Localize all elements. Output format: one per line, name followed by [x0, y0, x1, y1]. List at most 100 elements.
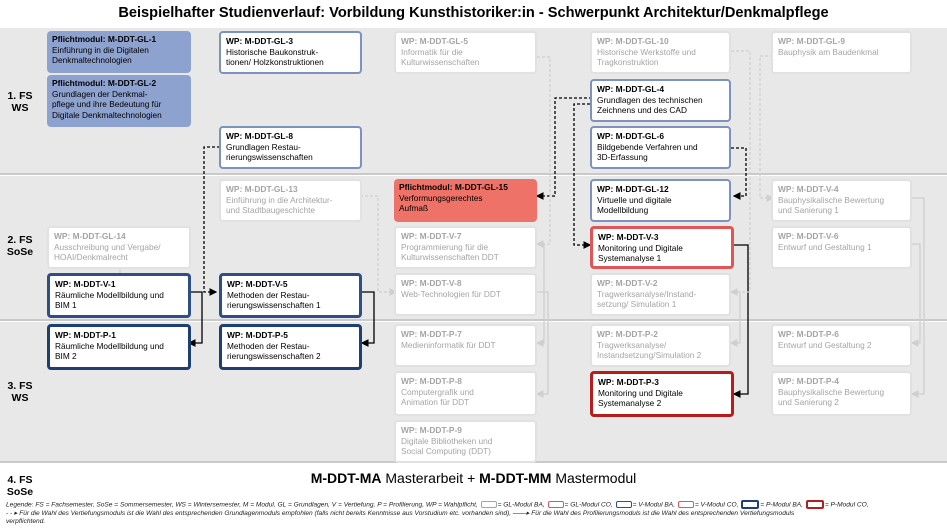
module-title: WP: M-DDT-V-1 — [55, 279, 116, 289]
module-line: Monitoring und Digitale — [598, 242, 683, 253]
module-line: Entwurf und Gestaltung 1 — [778, 241, 872, 252]
module-line: rierungswissenschaften — [226, 152, 313, 163]
module-title: WP: M-DDT-V-2 — [597, 278, 658, 288]
module-gl-14: WP: M-DDT-GL-14 Ausschreibung und Vergab… — [47, 226, 191, 269]
module-title: WP: M-DDT-V-3 — [598, 232, 659, 242]
module-line: Aufmaß — [399, 203, 429, 214]
semester-divider — [0, 319, 947, 321]
module-p-3: WP: M-DDT-P-3 Monitoring und Digitale Sy… — [590, 371, 734, 417]
module-line: setzung/ Simulation 1 — [597, 299, 677, 310]
module-line: HOAI/Denkmalrecht — [54, 252, 128, 263]
module-line: Digitale Bibliotheken und — [401, 435, 493, 446]
module-title: WP: M-DDT-P-6 — [778, 329, 839, 339]
module-gl-8: WP: M-DDT-GL-8 Grundlagen Restau- rierun… — [219, 126, 362, 169]
module-line: Einführung in die Digitalen — [52, 44, 149, 55]
module-p-2: WP: M-DDT-P-2 Tragwerksanalyse/ Instands… — [590, 324, 731, 367]
master-module-code: M-DDT-MM — [479, 470, 552, 486]
module-line: Computergrafik und — [401, 386, 474, 397]
arrow-v3-p3 — [732, 244, 749, 398]
module-line: Entwurf und Gestaltung 2 — [778, 339, 872, 350]
module-gl-9: WP: M-DDT-GL-9 Bauphysik am Baudenkmal — [771, 31, 912, 74]
master-thesis-label: Masterarbeit + — [381, 470, 480, 486]
semester-number: 2. FS — [7, 234, 33, 246]
module-line: Bildgebende Verfahren und — [597, 141, 698, 152]
legend-v-co: = V-Modul CO, — [694, 501, 739, 509]
legend-v-ba: = V-Modul BA, — [632, 501, 676, 509]
module-title: WP: M-DDT-GL-12 — [597, 184, 669, 194]
module-gl-3: WP: M-DDT-GL-3 Historische Baukonstruk- … — [219, 31, 362, 74]
module-title: WP: M-DDT-GL-8 — [226, 131, 293, 141]
legend-swatch-gl-ba — [480, 501, 497, 508]
module-line: 3D-Erfassung — [597, 152, 648, 163]
module-line: Social Computing (DDT) — [401, 446, 491, 457]
module-v-3: WP: M-DDT-V-3 Monitoring und Digitale Sy… — [590, 226, 734, 269]
module-gl-6: WP: M-DDT-GL-6 Bildgebende Verfahren und… — [590, 126, 731, 169]
module-title: WP: M-DDT-P-5 — [227, 330, 288, 340]
arrow-v5-p5 — [360, 291, 375, 347]
module-line: Virtuelle und digitale — [597, 194, 672, 205]
module-title: WP: M-DDT-P-4 — [778, 376, 839, 386]
semester-term: SoSe — [6, 246, 34, 258]
module-title: WP: M-DDT-V-6 — [778, 231, 839, 241]
semester-number: 1. FS — [7, 90, 33, 102]
module-line: Kulturwissenschaften DDT — [401, 252, 499, 263]
module-title: WP: M-DDT-GL-9 — [778, 36, 845, 46]
module-line: und Stadtbaugeschichte — [226, 205, 316, 216]
semester-term: WS — [11, 392, 29, 404]
legend-gl-co: = GL-Modul CO, — [564, 501, 613, 509]
legend-solid-arrow-icon: ——▸ — [512, 509, 532, 517]
module-title: WP: M-DDT-P-1 — [55, 330, 116, 340]
module-p-9: WP: M-DDT-P-9 Digitale Bibliotheken und … — [394, 420, 537, 463]
module-gl-10: WP: M-DDT-GL-10 Historische Werkstoffe u… — [590, 31, 731, 74]
module-line: Zeichnens und des CAD — [597, 105, 687, 116]
module-title: WP: M-DDT-V-5 — [227, 279, 288, 289]
semester-divider — [0, 173, 947, 175]
module-line: Denkmaltechnologien — [52, 55, 132, 66]
module-v-8: WP: M-DDT-V-8 Web-Technologien für DDT — [394, 273, 537, 316]
module-line: Methoden der Restau- — [227, 340, 310, 351]
module-line: Tragkonstruktion — [597, 57, 659, 68]
module-line: Einführung in die Architektur- — [226, 194, 333, 205]
module-p-4: WP: M-DDT-P-4 Bauphysikalische Bewertung… — [771, 371, 912, 416]
module-title: WP: M-DDT-GL-14 — [54, 231, 126, 241]
legend-gl-ba: = GL-Modul BA, — [497, 501, 545, 509]
module-line: Web-Technologien für DDT — [401, 288, 501, 299]
module-line: Räumliche Modellbildung und — [55, 289, 164, 300]
module-line: Modellbildung — [597, 205, 649, 216]
module-line: Grundlagen der Denkmal- — [52, 88, 148, 99]
legend-p-ba: = P-Modul BA, — [760, 501, 803, 509]
module-line: Tragwerksanalyse/Instand- — [597, 288, 697, 299]
module-title: WP: M-DDT-P-2 — [597, 329, 658, 339]
legend-dashed-arrow-icon: - - ▸ — [6, 509, 20, 517]
legend-swatch-gl-co — [547, 501, 564, 508]
module-line: Ausschreibung und Vergabe/ — [54, 241, 161, 252]
module-v-6: WP: M-DDT-V-6 Entwurf und Gestaltung 1 — [771, 226, 912, 269]
arrow-v4-p4 — [910, 197, 925, 398]
module-line: Verformungsgerechtes — [399, 192, 483, 203]
module-line: Medieninformatik für DDT — [401, 339, 496, 350]
dashed-arrow-gl4-gl15 — [535, 97, 592, 200]
page-title: Beispielhafter Studienverlauf: Vorbildun… — [118, 5, 829, 21]
module-v-1: WP: M-DDT-V-1 Räumliche Modellbildung un… — [47, 273, 191, 318]
module-title: WP: M-DDT-GL-13 — [226, 184, 298, 194]
module-line: rierungswissenschaften 1 — [227, 300, 321, 311]
module-gl-1: Pflichtmodul: M-DDT-GL-1 Einführung in d… — [47, 31, 191, 73]
module-title: WP: M-DDT-P-9 — [401, 425, 462, 435]
module-line: Bauphysikalische Bewertung — [778, 386, 885, 397]
module-line: Methoden der Restau- — [227, 289, 310, 300]
module-title: WP: M-DDT-V-7 — [401, 231, 462, 241]
module-title: Pflichtmodul: M-DDT-GL-2 — [52, 78, 157, 88]
module-line: pflege und ihre Bedeutung für — [52, 99, 162, 110]
dashed-arrow-gl5-v7 — [535, 56, 551, 248]
dashed-arrow-gl8-v5 — [203, 146, 220, 296]
module-line: rierungswissenschaften 2 — [227, 351, 321, 362]
module-line: Grundlagen des technischen — [597, 94, 703, 105]
legend-solid-arrow-text: Für die Wahl des Profilierungsmoduls ist… — [531, 509, 795, 517]
module-gl-5: WP: M-DDT-GL-5 Informatik für die Kultur… — [394, 31, 537, 74]
arrow-v6-p6 — [910, 243, 921, 347]
legend: Legende: FS = Fachsemester, SoSe = Somme… — [6, 500, 941, 526]
